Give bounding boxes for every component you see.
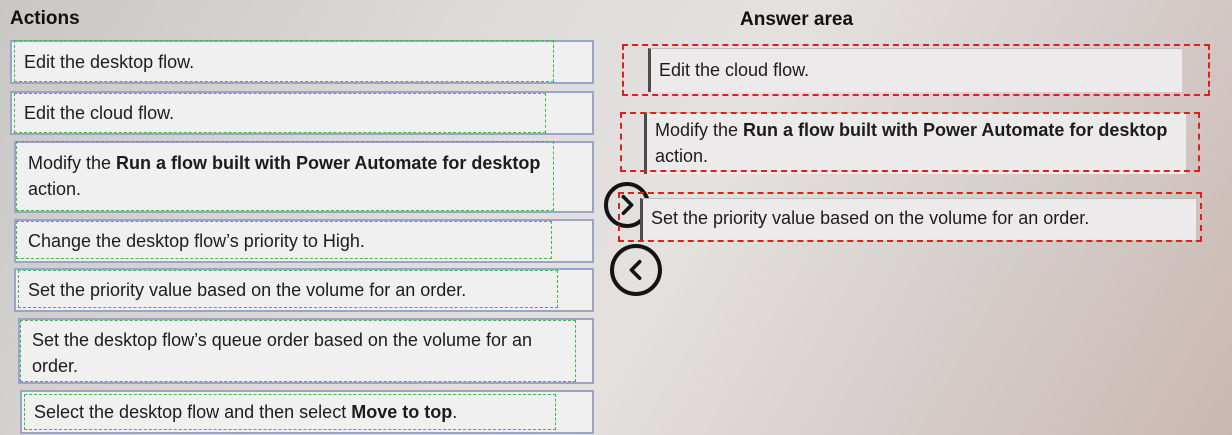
action-item-text: Modify the bbox=[28, 153, 117, 173]
action-item-text: Edit the desktop flow. bbox=[24, 52, 195, 72]
action-item-text: . bbox=[452, 402, 458, 422]
action-item[interactable]: Change the desktop flow’s priority to Hi… bbox=[14, 219, 594, 263]
answer-item-bold: Run a flow built with Power Automate for… bbox=[743, 120, 1168, 140]
action-item[interactable]: Set the desktop flow’s queue order based… bbox=[18, 318, 594, 384]
answer-item[interactable]: Modify the Run a flow built with Power A… bbox=[644, 112, 1186, 174]
answer-item[interactable]: Set the priority value based on the volu… bbox=[640, 198, 1196, 240]
action-item-bold: Run a flow built with Power Automate for… bbox=[116, 153, 541, 173]
action-item[interactable]: Edit the cloud flow. bbox=[10, 91, 594, 135]
chevron-left-icon bbox=[629, 259, 642, 281]
answer-item-text: action. bbox=[655, 146, 709, 166]
action-item[interactable]: Set the priority value based on the volu… bbox=[14, 268, 594, 312]
answer-item-text: Edit the cloud flow. bbox=[659, 60, 810, 80]
action-item-text: Set the desktop flow’s queue order based… bbox=[32, 330, 532, 376]
action-item-text: Change the desktop flow’s priority to Hi… bbox=[28, 231, 365, 251]
move-left-button[interactable] bbox=[610, 244, 662, 296]
chevron-right-icon bbox=[621, 194, 634, 216]
action-item-text: Select the desktop flow and then select bbox=[34, 402, 352, 422]
action-item[interactable]: Modify the Run a flow built with Power A… bbox=[14, 141, 594, 213]
action-item[interactable]: Select the desktop flow and then select … bbox=[20, 390, 594, 434]
actions-heading: Actions bbox=[10, 8, 80, 29]
answer-item-text: Modify the bbox=[655, 120, 744, 140]
action-item-bold: Move to top bbox=[351, 402, 453, 422]
action-item-text: Edit the cloud flow. bbox=[24, 103, 175, 123]
action-item[interactable]: Edit the desktop flow. bbox=[10, 40, 594, 84]
action-item-text: action. bbox=[28, 179, 82, 199]
action-item-text: Set the priority value based on the volu… bbox=[28, 280, 467, 300]
answer-item-text: Set the priority value based on the volu… bbox=[651, 208, 1090, 228]
answer-area-heading: Answer area bbox=[740, 9, 854, 30]
answer-item[interactable]: Edit the cloud flow. bbox=[648, 48, 1182, 92]
